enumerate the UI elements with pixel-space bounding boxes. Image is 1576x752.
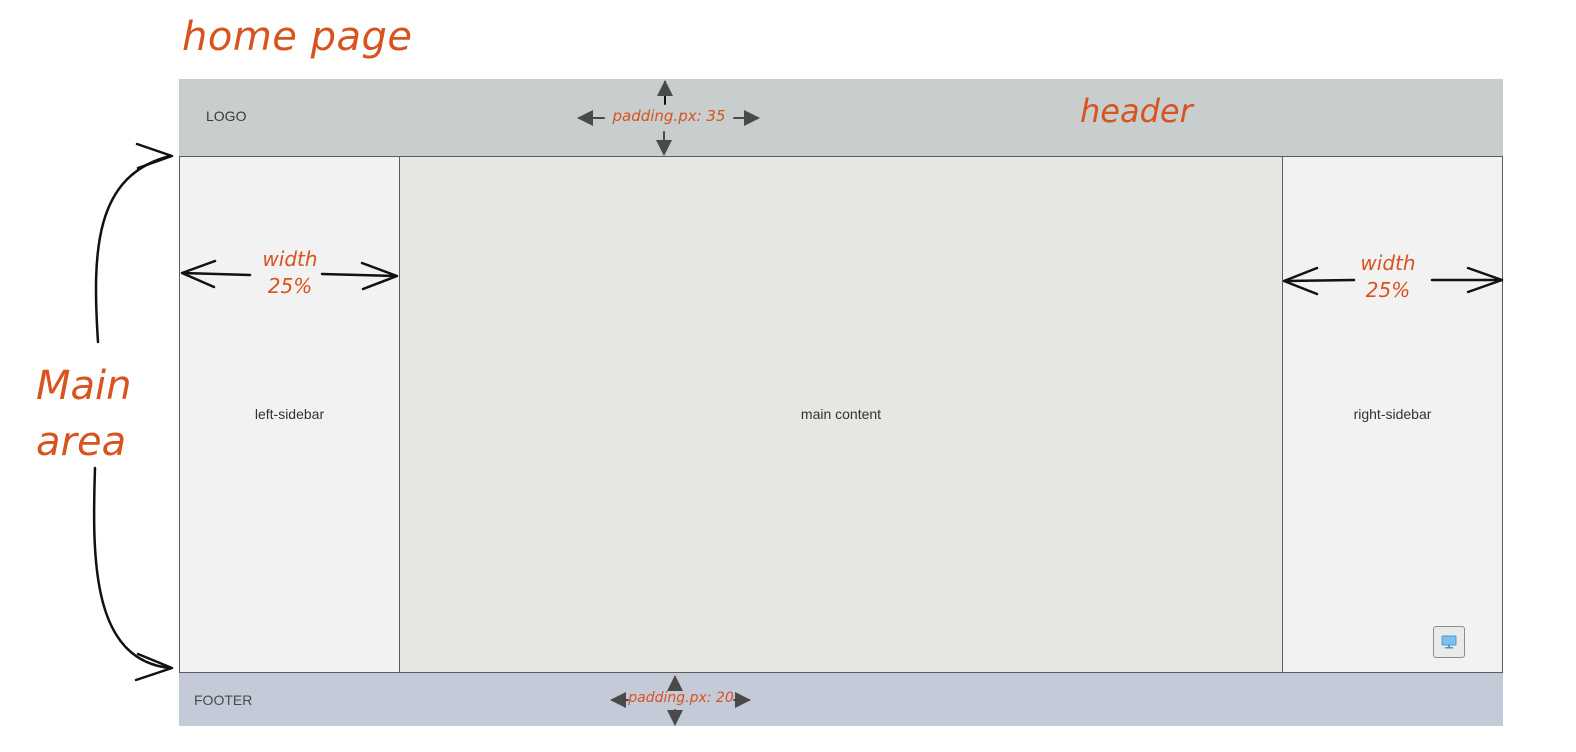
- main-area-lower-head: [134, 652, 174, 682]
- main-area-upper-curve: [94, 154, 172, 344]
- header-padding-annotation: padding.px: 35: [612, 107, 726, 125]
- main-area-upper-head: [135, 142, 174, 170]
- page-title: home page: [182, 14, 413, 60]
- main-area-label: Main area: [36, 358, 132, 470]
- header-region: [179, 79, 1503, 157]
- logo: LOGO: [206, 108, 247, 124]
- header-annotation: header: [1080, 92, 1193, 130]
- left-sidebar-region: left-sidebar: [179, 156, 400, 673]
- footer-region: [179, 673, 1503, 726]
- right-width-annotation-line-2: 25%: [1365, 278, 1411, 302]
- left-width-annotation-line-1: width: [262, 247, 318, 271]
- monitor-icon: [1441, 635, 1457, 649]
- footer-padding-annotation: padding.px: 20: [628, 690, 734, 706]
- main-area-label-line-2: area: [36, 419, 127, 465]
- right-width-annotation-line-1: width: [1360, 251, 1416, 275]
- main-area-label-line-1: Main: [36, 363, 132, 409]
- footer-label: FOOTER: [194, 692, 253, 708]
- left-width-annotation-line-2: 25%: [267, 274, 313, 298]
- main-content-region: main content: [399, 156, 1283, 673]
- left-sidebar-label: left-sidebar: [254, 406, 325, 422]
- main-area-lower-curve: [92, 466, 172, 670]
- left-width-annotation: width 25%: [252, 246, 328, 300]
- right-sidebar-region: right-sidebar: [1282, 156, 1503, 673]
- right-width-annotation: width 25%: [1350, 250, 1426, 304]
- right-sidebar-label: right-sidebar: [1353, 406, 1432, 422]
- monitor-button[interactable]: [1433, 626, 1465, 658]
- main-content-label: main content: [800, 406, 882, 422]
